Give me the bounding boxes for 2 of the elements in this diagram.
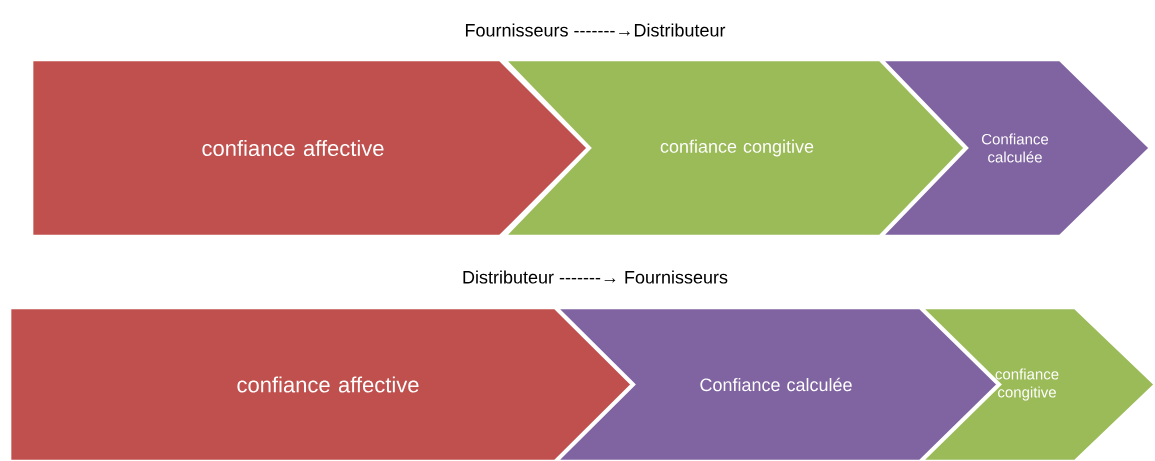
heading: Distributeur -------→ Fournisseurs [463,270,728,284]
heading: Fournisseurs -------→Distributeur [466,23,726,37]
